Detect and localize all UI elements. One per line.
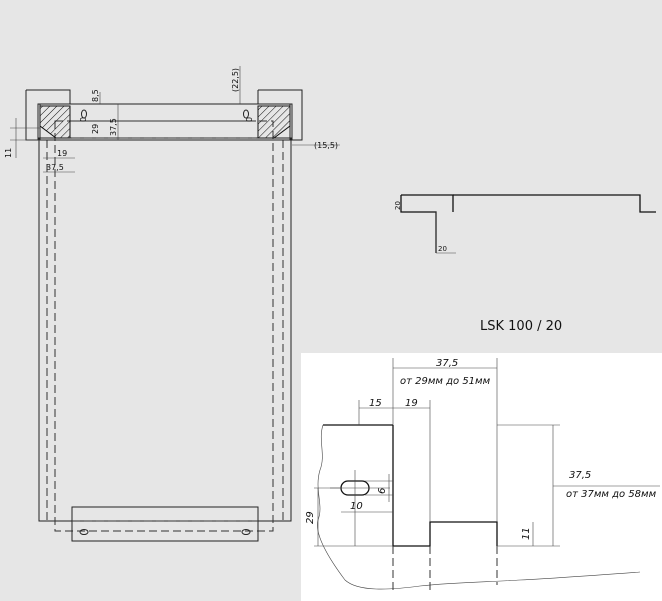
dim-29-label: 29 bbox=[91, 124, 100, 134]
detail-11-label: 11 bbox=[521, 527, 532, 540]
right-hatched-block bbox=[257, 105, 291, 139]
dim-22-5-label: (22,5) bbox=[231, 68, 240, 92]
detail-6-label: 6 bbox=[377, 488, 388, 494]
frame-outline bbox=[38, 137, 292, 522]
profile-left-leg bbox=[400, 195, 437, 253]
dim-15-5-label: (15,5) bbox=[314, 141, 338, 150]
profile-top-right bbox=[453, 194, 656, 213]
left-hatched-block bbox=[39, 105, 71, 139]
detail-top-37-5-label: 37,5 bbox=[436, 358, 458, 369]
detail-break-line bbox=[317, 424, 641, 590]
detail-19-label: 19 bbox=[405, 398, 418, 409]
right-corner-bracket bbox=[257, 89, 303, 141]
dim-19-label: 19 bbox=[57, 149, 67, 158]
detail-view: 37,5 от 29мм до 51мм 15 19 37,5 от 37мм … bbox=[301, 353, 662, 601]
dim-37-5-vertical-label: 37,5 bbox=[109, 118, 118, 136]
detail-background bbox=[301, 353, 662, 601]
detail-right-range-label: от 37мм до 58мм bbox=[566, 489, 657, 500]
dim-8-5-label: 8,5 bbox=[91, 89, 100, 102]
frame-drawing: 11 19 37,5 8,5 0 29 37,5 (22,5) 0 (15,5) bbox=[4, 66, 340, 542]
dim-0-left-label: 0 bbox=[79, 117, 88, 122]
profile-width-label: 20 bbox=[438, 245, 447, 253]
profile-top-left bbox=[401, 194, 454, 212]
profile-height-label: 20 bbox=[394, 201, 402, 210]
hole-left-icon bbox=[81, 109, 87, 119]
hole-bottom-left-icon bbox=[79, 529, 89, 535]
dim-11-label: 11 bbox=[4, 148, 13, 158]
bottom-bar bbox=[71, 506, 259, 542]
profile-title: LSK 100 / 20 bbox=[480, 319, 562, 334]
dim-0-right-label: 0 bbox=[245, 117, 254, 122]
detail-29-label: 29 bbox=[305, 511, 316, 524]
hole-right-icon bbox=[243, 109, 249, 119]
detail-15-label: 15 bbox=[369, 398, 382, 409]
detail-profile bbox=[392, 425, 498, 547]
detail-10-label: 10 bbox=[350, 501, 363, 512]
hole-bottom-right-icon bbox=[241, 529, 251, 535]
detail-right-37-5-label: 37,5 bbox=[569, 470, 591, 481]
dim-37-5-horizontal-label: 37,5 bbox=[46, 163, 64, 172]
detail-top-range-label: от 29мм до 51мм bbox=[400, 376, 491, 387]
profile-section: 20 20 bbox=[394, 194, 656, 254]
frame-inner-dashed bbox=[54, 120, 274, 532]
